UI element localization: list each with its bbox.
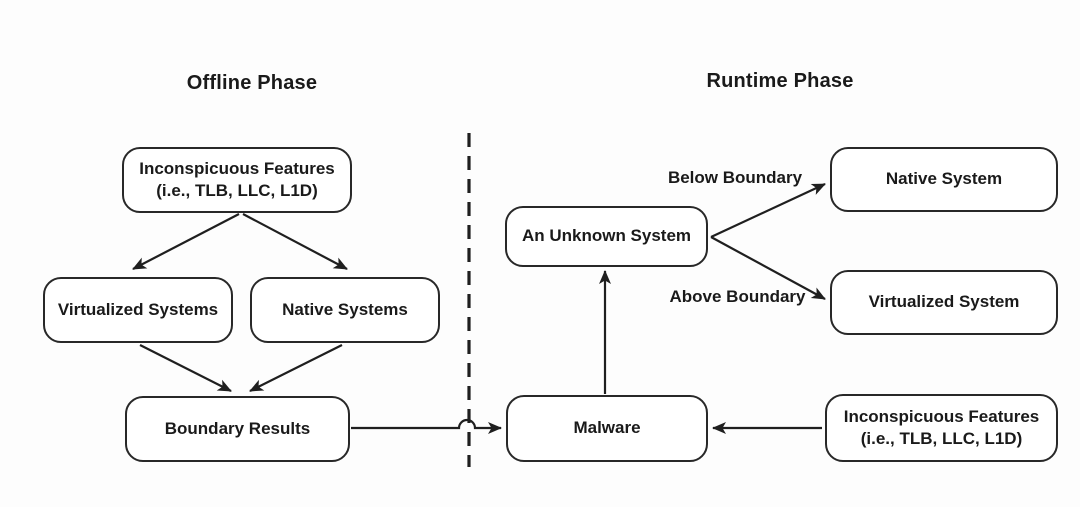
- node-label: (i.e., TLB, LLC, L1D): [860, 429, 1023, 448]
- node-malware: Malware: [506, 395, 708, 462]
- edge-label-above-boundary: Above Boundary: [669, 287, 806, 306]
- node-label: Boundary Results: [164, 418, 311, 438]
- node-label: Inconspicuous Features: [139, 158, 335, 178]
- node-native-systems: Native Systems: [250, 277, 440, 343]
- arrow-native-systems-to-boundary-results: [249, 344, 343, 392]
- arrow-boundary-results-to-malware: [351, 418, 502, 434]
- node-virtualized-system: Virtualized System: [830, 270, 1058, 335]
- node-boundary-results: Boundary Results: [125, 396, 350, 462]
- arrow-features-to-virtualized-systems: [132, 213, 240, 270]
- node-label: Native Systems: [282, 299, 408, 319]
- node-label: (i.e., TLB, LLC, L1D): [156, 181, 318, 200]
- node-label: Native System: [885, 169, 1003, 189]
- arrow-virtualized-systems-to-boundary-results: [139, 344, 232, 392]
- offline-phase-title: Offline Phase: [186, 72, 318, 94]
- runtime-phase-title: Runtime Phase: [706, 70, 854, 92]
- node-label: Inconspicuous Features: [843, 406, 1040, 426]
- edge-label-below-boundary: Below Boundary: [667, 168, 803, 187]
- node-label: Virtualized Systems: [57, 299, 219, 319]
- arrow-features-to-native-systems: [242, 213, 348, 270]
- node-runtime-inconspicuous-features: Inconspicuous Features (i.e., TLB, LLC, …: [825, 394, 1058, 462]
- node-virtualized-systems: Virtualized Systems: [43, 277, 233, 343]
- node-label: Malware: [573, 418, 641, 438]
- arrow-unknown-system-to-virtualized-system: [710, 236, 826, 300]
- node-offline-inconspicuous-features: Inconspicuous Features (i.e., TLB, LLC, …: [122, 147, 352, 213]
- node-label: An Unknown System: [521, 226, 692, 246]
- node-native-system: Native System: [830, 147, 1058, 212]
- arrow-unknown-system-to-native-system: [710, 183, 826, 238]
- node-unknown-system: An Unknown System: [505, 206, 708, 267]
- node-label: Virtualized System: [868, 292, 1020, 312]
